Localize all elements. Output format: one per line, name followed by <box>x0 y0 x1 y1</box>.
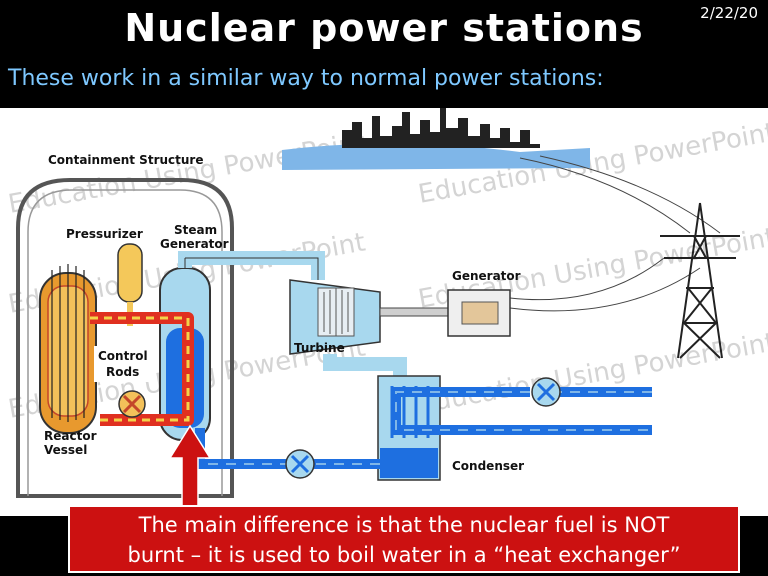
watermark-text: Education Using PowerPoint <box>6 128 368 220</box>
label-reactor: Reactor <box>44 429 97 443</box>
callout-line-1: The main difference is that the nuclear … <box>138 513 670 537</box>
containment-structure <box>16 178 234 498</box>
slide-subtitle: These work in a similar way to normal po… <box>8 66 604 91</box>
label-generator: Generator <box>452 269 521 283</box>
label-turbine: Turbine <box>294 341 345 355</box>
callout-line-2: burnt – it is used to boil water in a “h… <box>127 543 681 567</box>
nuclear-plant-diagram: Education Using PowerPoint Education Usi… <box>0 108 768 517</box>
label-pressurizer: Pressurizer <box>66 227 143 241</box>
reactor-vessel <box>39 264 97 434</box>
generator <box>447 289 511 337</box>
city-skyline-icon <box>282 108 590 170</box>
diagram-svg: Education Using PowerPoint Education Usi… <box>6 108 768 517</box>
exhaust-pipe <box>323 354 407 376</box>
label-steam: Steam <box>174 223 217 237</box>
label-condenser: Condenser <box>452 459 524 473</box>
label-steam-generator: Generator <box>160 237 229 251</box>
label-bg <box>94 346 154 382</box>
slide-title: Nuclear power stations <box>124 6 644 50</box>
label-control: Control <box>98 349 148 363</box>
slide-date: 2/22/20 <box>700 4 758 22</box>
turbine <box>289 279 381 355</box>
label-containment: Containment Structure <box>48 153 203 167</box>
watermark-text: Education Using PowerPoint <box>416 328 768 420</box>
pylon-icon <box>660 202 740 359</box>
callout-box: The main difference is that the nuclear … <box>68 505 740 573</box>
label-vessel: Vessel <box>44 443 87 457</box>
label-rods: Rods <box>106 365 139 379</box>
turbine-shaft <box>379 307 451 317</box>
